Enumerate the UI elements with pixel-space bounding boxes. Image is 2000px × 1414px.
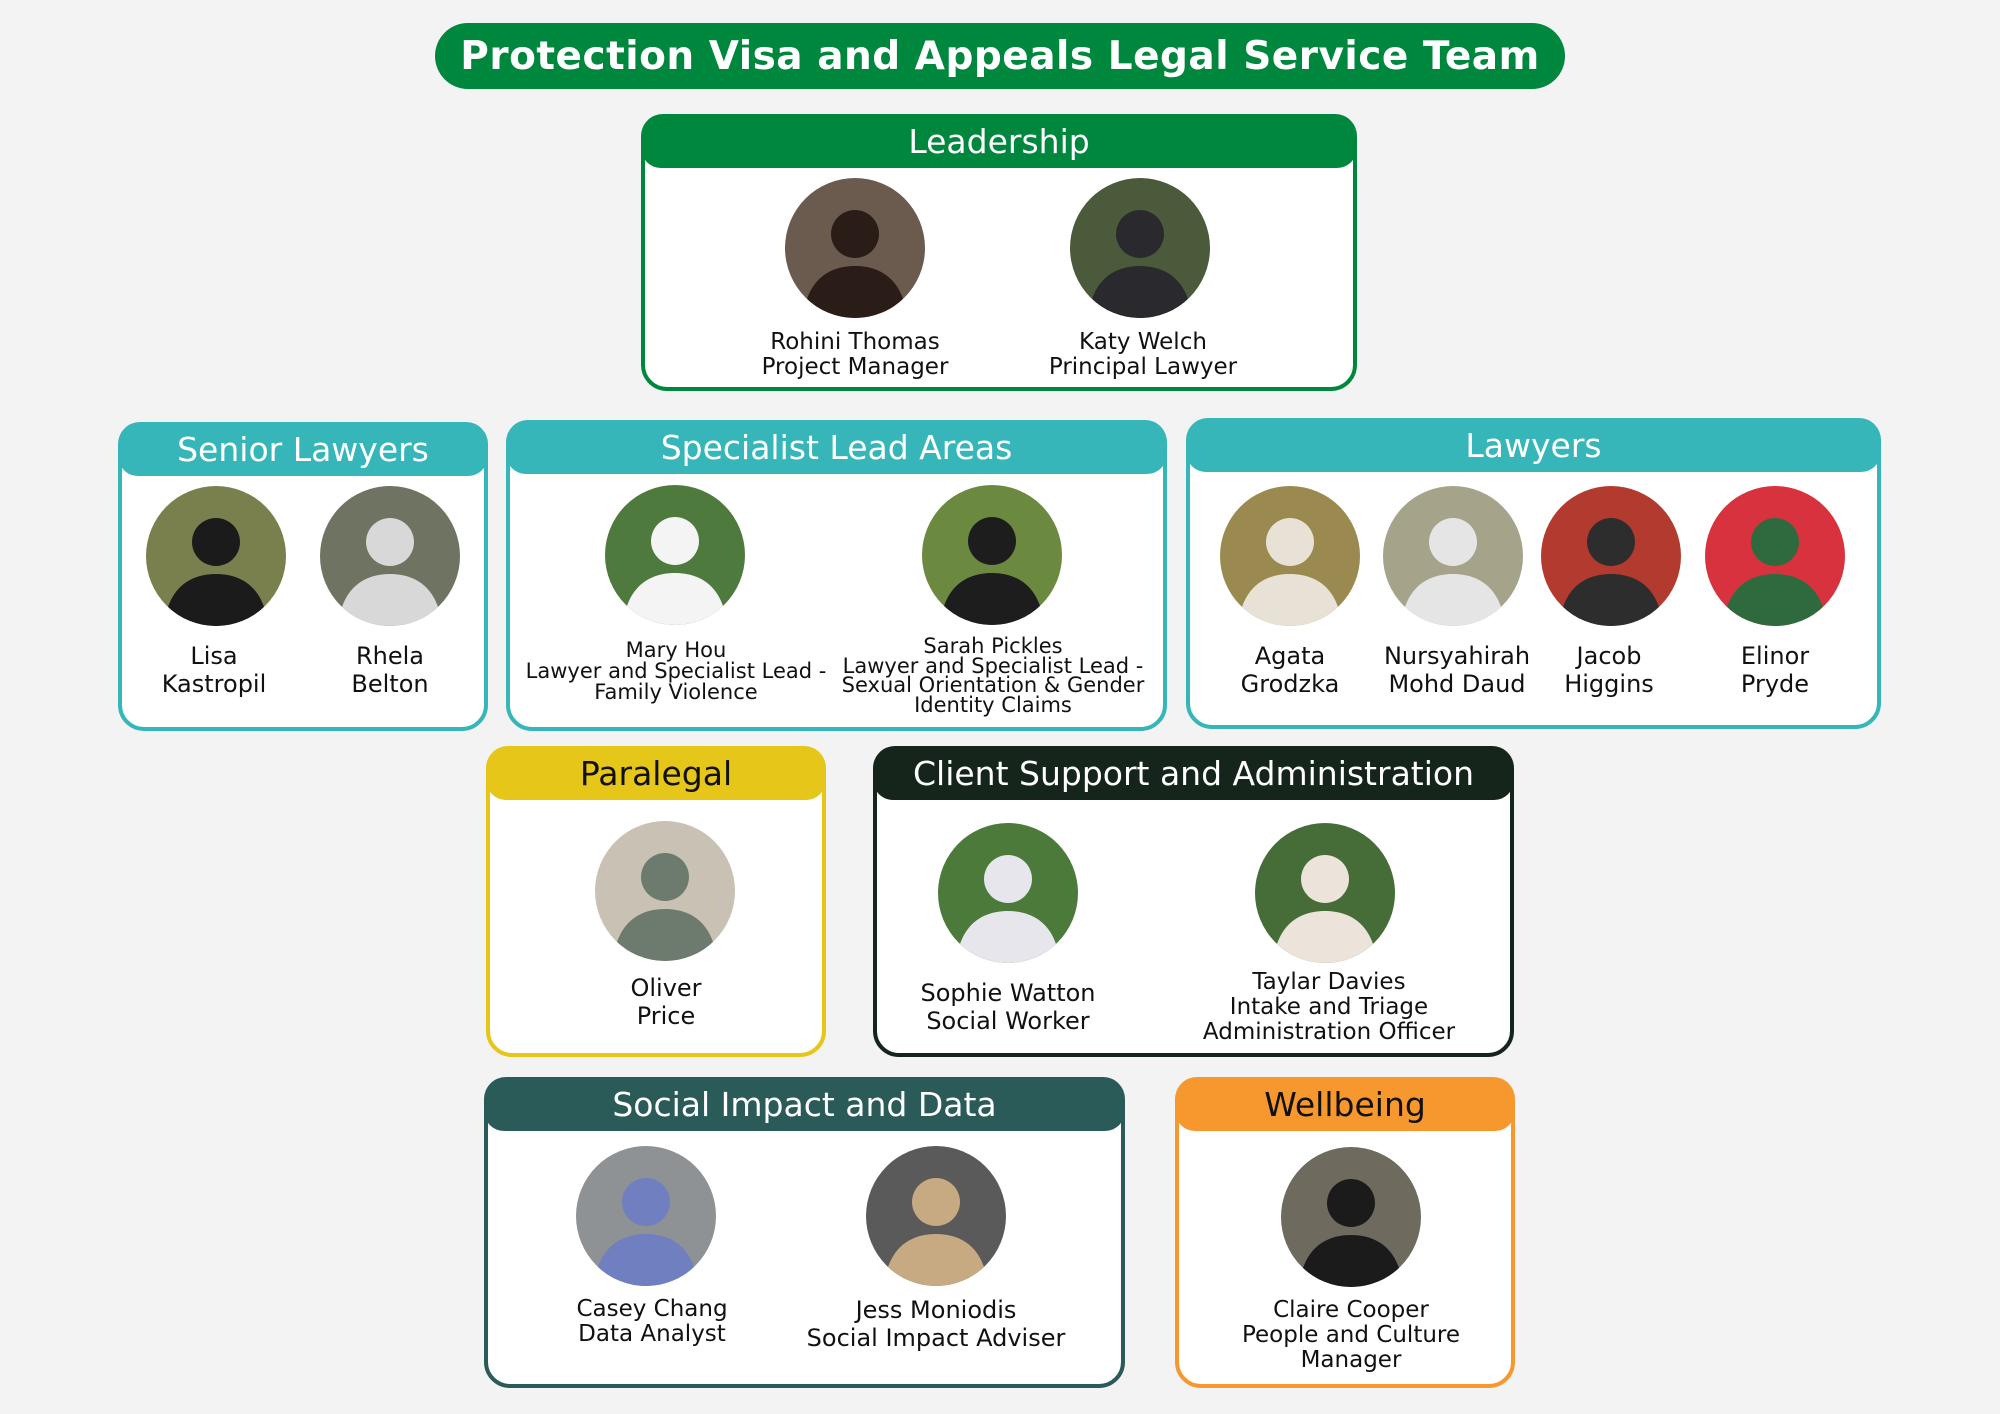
photo-katy-welch bbox=[1070, 178, 1210, 318]
photo-sarah-pickles bbox=[922, 485, 1062, 625]
member-sarah-pickles: Sarah Pickles Lawyer and Specialist Lead… bbox=[841, 634, 1145, 717]
group-header-social-impact: Social Impact and Data bbox=[484, 1077, 1125, 1131]
member-agata-grodzka: Agata Grodzka bbox=[1240, 642, 1340, 698]
member-rhela-belton: Rhela Belton bbox=[351, 642, 429, 698]
member-taylar-davies: Taylar Davies Intake and Triage Administ… bbox=[1202, 969, 1456, 1045]
member-lisa-kastropil: Lisa Kastropil bbox=[161, 642, 267, 698]
member-casey-chang: Casey Chang Data Analyst bbox=[576, 1296, 728, 1348]
photo-rohini-thomas bbox=[785, 178, 925, 318]
photo-agata-grodzka bbox=[1220, 486, 1360, 626]
photo-oliver-price bbox=[595, 821, 735, 961]
photo-mary-hou bbox=[605, 485, 745, 625]
member-rohini-thomas: Rohini Thomas Project Manager bbox=[761, 329, 949, 381]
member-nursyahirah-mohd-daud: Nursyahirah Mohd Daud bbox=[1383, 642, 1531, 698]
photo-sophie-watton bbox=[938, 823, 1078, 963]
photo-jacob-higgins bbox=[1541, 486, 1681, 626]
group-header-client-support: Client Support and Administration bbox=[873, 746, 1514, 800]
member-katy-welch: Katy Welch Principal Lawyer bbox=[1048, 329, 1238, 381]
group-client-support: Client Support and Administration bbox=[873, 746, 1514, 1057]
group-header-lawyers: Lawyers bbox=[1186, 418, 1881, 472]
photo-taylar-davies bbox=[1255, 823, 1395, 963]
member-sophie-watton: Sophie Watton Social Worker bbox=[920, 979, 1096, 1035]
group-header-senior-lawyers: Senior Lawyers bbox=[118, 422, 488, 476]
member-oliver-price: Oliver Price bbox=[630, 974, 702, 1030]
member-jacob-higgins: Jacob Higgins bbox=[1564, 642, 1654, 698]
photo-rhela-belton bbox=[320, 486, 460, 626]
member-claire-cooper: Claire Cooper People and Culture Manager bbox=[1241, 1297, 1461, 1373]
photo-casey-chang bbox=[576, 1146, 716, 1286]
photo-nursyahirah-mohd-daud bbox=[1383, 486, 1523, 626]
group-header-specialist-lead-areas: Specialist Lead Areas bbox=[506, 420, 1167, 474]
page-title: Protection Visa and Appeals Legal Servic… bbox=[435, 23, 1565, 89]
member-mary-hou: Mary Hou Lawyer and Specialist Lead - Fa… bbox=[525, 638, 827, 704]
member-elinor-pryde: Elinor Pryde bbox=[1740, 642, 1810, 698]
photo-jess-moniodis bbox=[866, 1146, 1006, 1286]
photo-elinor-pryde bbox=[1705, 486, 1845, 626]
group-header-paralegal: Paralegal bbox=[486, 746, 826, 800]
photo-claire-cooper bbox=[1281, 1147, 1421, 1287]
group-leadership: Leadership bbox=[641, 114, 1357, 391]
group-header-wellbeing: Wellbeing bbox=[1175, 1077, 1515, 1131]
group-header-leadership: Leadership bbox=[641, 114, 1357, 168]
member-jess-moniodis: Jess Moniodis Social Impact Adviser bbox=[806, 1296, 1066, 1352]
photo-lisa-kastropil bbox=[146, 486, 286, 626]
